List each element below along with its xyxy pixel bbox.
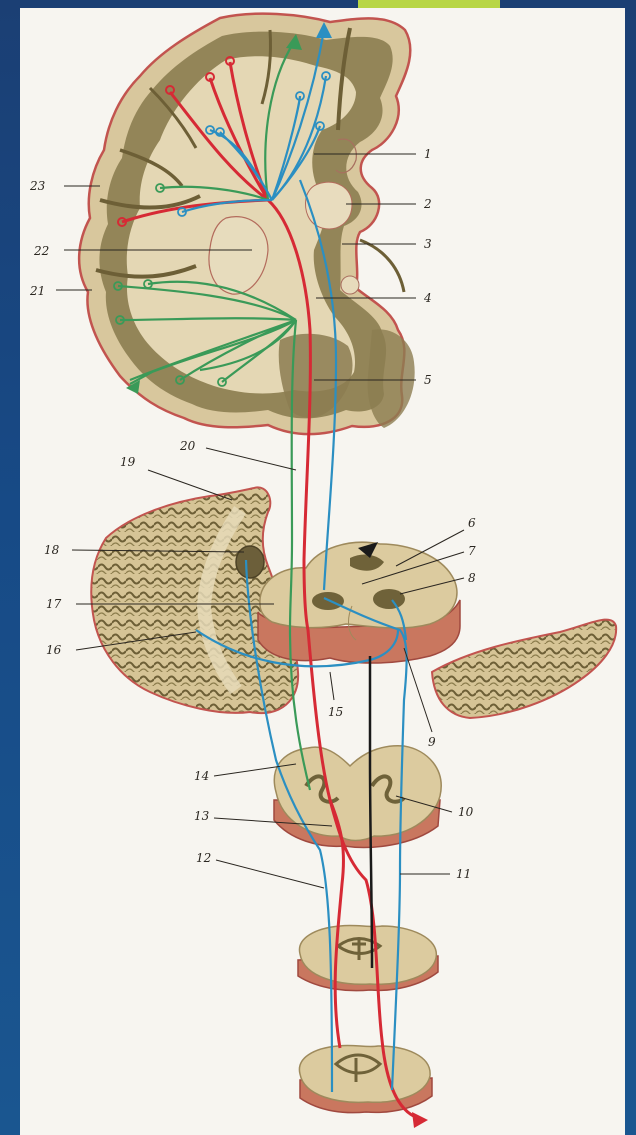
label-19: 19 (120, 455, 136, 469)
label-18: 18 (44, 543, 60, 557)
spinal-cord-lumbar (299, 1045, 432, 1112)
label-7: 7 (468, 544, 476, 558)
label-21: 21 (29, 284, 45, 298)
label-23: 23 (29, 179, 46, 193)
label-17: 17 (46, 597, 62, 611)
medulla-section (274, 746, 441, 848)
dentate-nucleus (236, 546, 264, 578)
label-22: 22 (33, 244, 49, 258)
thalamus (306, 182, 352, 229)
label-13: 13 (194, 809, 210, 823)
label-20: 20 (179, 439, 196, 453)
label-6: 6 (468, 516, 476, 530)
label-4: 4 (423, 291, 432, 305)
spinal-cord-cervical (298, 925, 438, 990)
label-16: 16 (46, 643, 62, 657)
label-8: 8 (468, 571, 476, 585)
label-9: 9 (428, 735, 436, 749)
pons-nucleus (373, 589, 405, 609)
nucleus-outline (341, 276, 359, 294)
label-2: 2 (423, 197, 432, 211)
label-5: 5 (424, 373, 432, 387)
label-10: 10 (458, 805, 474, 819)
label-11: 11 (456, 867, 471, 881)
label-15: 15 (328, 705, 343, 719)
label-1: 1 (424, 147, 432, 161)
label-12: 12 (196, 851, 211, 865)
label-3: 3 (424, 237, 432, 251)
label-14: 14 (194, 769, 209, 783)
